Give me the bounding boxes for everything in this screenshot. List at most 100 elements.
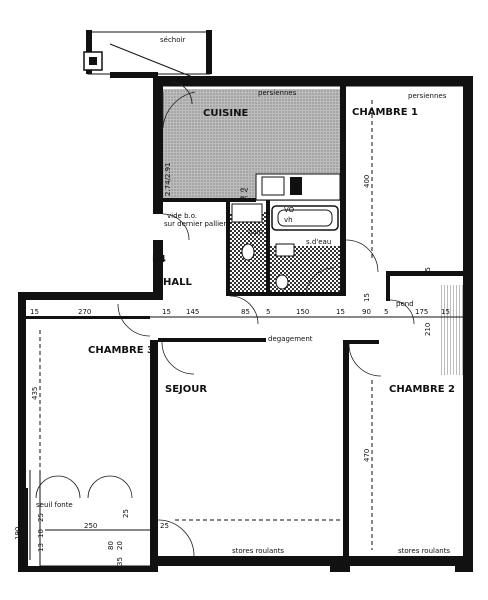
- wall-bottom-left: [18, 566, 158, 572]
- sechoir-diagonal: [109, 43, 201, 81]
- dim-435: 435: [31, 387, 39, 400]
- door-wc: [229, 295, 259, 325]
- dim-5a: 5: [266, 308, 270, 316]
- door-hall: [162, 213, 190, 241]
- label-kitchen-num: 2.74/2.91: [164, 162, 172, 196]
- door-balcony-2: [87, 475, 133, 499]
- wc-bowl: [241, 243, 255, 261]
- dim-150: 150: [296, 308, 309, 316]
- sechoir-area: [87, 31, 211, 75]
- bathtub: [271, 205, 339, 231]
- label-chambre2: CHAMBRE 2: [389, 384, 455, 395]
- dim-90: 90: [362, 308, 371, 316]
- dim-35: 35: [116, 557, 124, 566]
- label-chambre1: CHAMBRE 1: [352, 107, 418, 118]
- door-sejour: [161, 341, 195, 375]
- wall-pend-left: [386, 271, 390, 301]
- wall-hall-left: [153, 240, 163, 300]
- label-seuil-fonte: seuil fonte: [36, 501, 73, 509]
- wall-left-bottom-stub: [18, 488, 28, 572]
- dim-25a: 25: [160, 522, 169, 530]
- dim-190: 190: [14, 527, 22, 540]
- wc-bowl-2: [275, 274, 289, 290]
- wall-top-kitchen: [153, 76, 473, 86]
- wall-kitchen-bottom: [163, 198, 256, 202]
- dim-5b: 5: [384, 308, 388, 316]
- label-ev: ev: [240, 186, 248, 194]
- dim-15d: 15: [441, 308, 450, 316]
- door-bath: [305, 267, 335, 297]
- label-pend: pend: [396, 300, 414, 308]
- label-stores-left: stores roulants: [232, 547, 284, 555]
- dim-250: 250: [84, 522, 97, 530]
- wall-bottom-right-corner: [455, 556, 473, 572]
- wall-ch2-left: [343, 340, 349, 570]
- dim-15e: 15: [424, 267, 432, 276]
- label-persiennes-kitchen: persiennes: [258, 89, 297, 97]
- dim-145: 145: [186, 308, 199, 316]
- door-bottom: [157, 519, 195, 557]
- door-sechoir: [169, 81, 193, 105]
- label-chambre3: CHAMBRE 3: [88, 345, 154, 356]
- label-stores-right: stores roulants: [398, 547, 450, 555]
- dim-175: 175: [415, 308, 428, 316]
- bathtub-inner: [277, 209, 333, 227]
- wall-wet-left: [226, 200, 230, 296]
- sechoir-wall-right: [206, 30, 212, 74]
- dim-85: 85: [241, 308, 250, 316]
- door-ch1: [345, 239, 379, 273]
- wall-right: [463, 80, 473, 570]
- door-balcony-1: [35, 475, 81, 499]
- door-pend: [389, 299, 415, 325]
- label-persiennes-top: persiennes: [408, 92, 447, 100]
- wall-corr-ch2: [349, 340, 379, 344]
- wall-wet-mid: [266, 200, 270, 296]
- wall-pend-top: [388, 271, 466, 276]
- wall-top-left-stub: [110, 72, 158, 78]
- dim-15f: 15: [363, 293, 371, 302]
- sechoir-box-inner: [89, 57, 97, 65]
- label-eau: s.d'eau: [306, 238, 331, 246]
- label-vo: VO: [284, 206, 295, 214]
- label-sejour: SEJOUR: [165, 384, 207, 395]
- label-vh: vh: [284, 216, 293, 224]
- wall-top-ch3: [18, 292, 162, 300]
- label-degagement: degagement: [268, 335, 313, 343]
- door-ch3: [117, 303, 151, 337]
- door-kitchen: [162, 91, 196, 129]
- label-bain: bain: [248, 228, 263, 236]
- dim-20: 20: [116, 541, 124, 550]
- wall-corr-bottom: [158, 338, 266, 342]
- label-hall: HALL: [163, 277, 192, 288]
- washbasin: [275, 243, 295, 257]
- label-ec: ec: [240, 194, 248, 202]
- kitchen-sink: [261, 176, 285, 196]
- wall-left-ch3: [18, 292, 26, 570]
- wall-kitchen-left: [153, 76, 163, 214]
- label-vide-bo: vide b.o.: [167, 212, 197, 220]
- dim-80: 80: [107, 541, 115, 550]
- dim-25c: 25: [37, 513, 45, 522]
- dim-10: 10: [37, 529, 45, 538]
- dim-15b: 15: [162, 308, 171, 316]
- door-ch2: [348, 343, 382, 377]
- dim-15c: 15: [336, 308, 345, 316]
- dim-210: 210: [424, 323, 432, 336]
- dim-15a: 15: [30, 308, 39, 316]
- dim-270: 270: [78, 308, 91, 316]
- wall-bath-bottom: [226, 292, 344, 296]
- wall-sejour-left: [150, 340, 158, 570]
- dim-25b: 25: [122, 509, 130, 518]
- kitchen-stove: [290, 177, 302, 195]
- dim-400: 400: [363, 175, 371, 188]
- wall-bottom-corner: [330, 556, 350, 572]
- label-sechoir: séchoir: [160, 36, 185, 44]
- label-cuisine: CUISINE: [203, 108, 248, 119]
- wet-fixtures: [231, 203, 263, 223]
- label-f4: F4: [152, 254, 166, 265]
- dim-13: 13: [37, 543, 45, 552]
- wall-ch1-left: [340, 86, 346, 296]
- label-sur-dernier: sur dernier pallier: [164, 220, 226, 228]
- wall-bottom: [150, 556, 470, 566]
